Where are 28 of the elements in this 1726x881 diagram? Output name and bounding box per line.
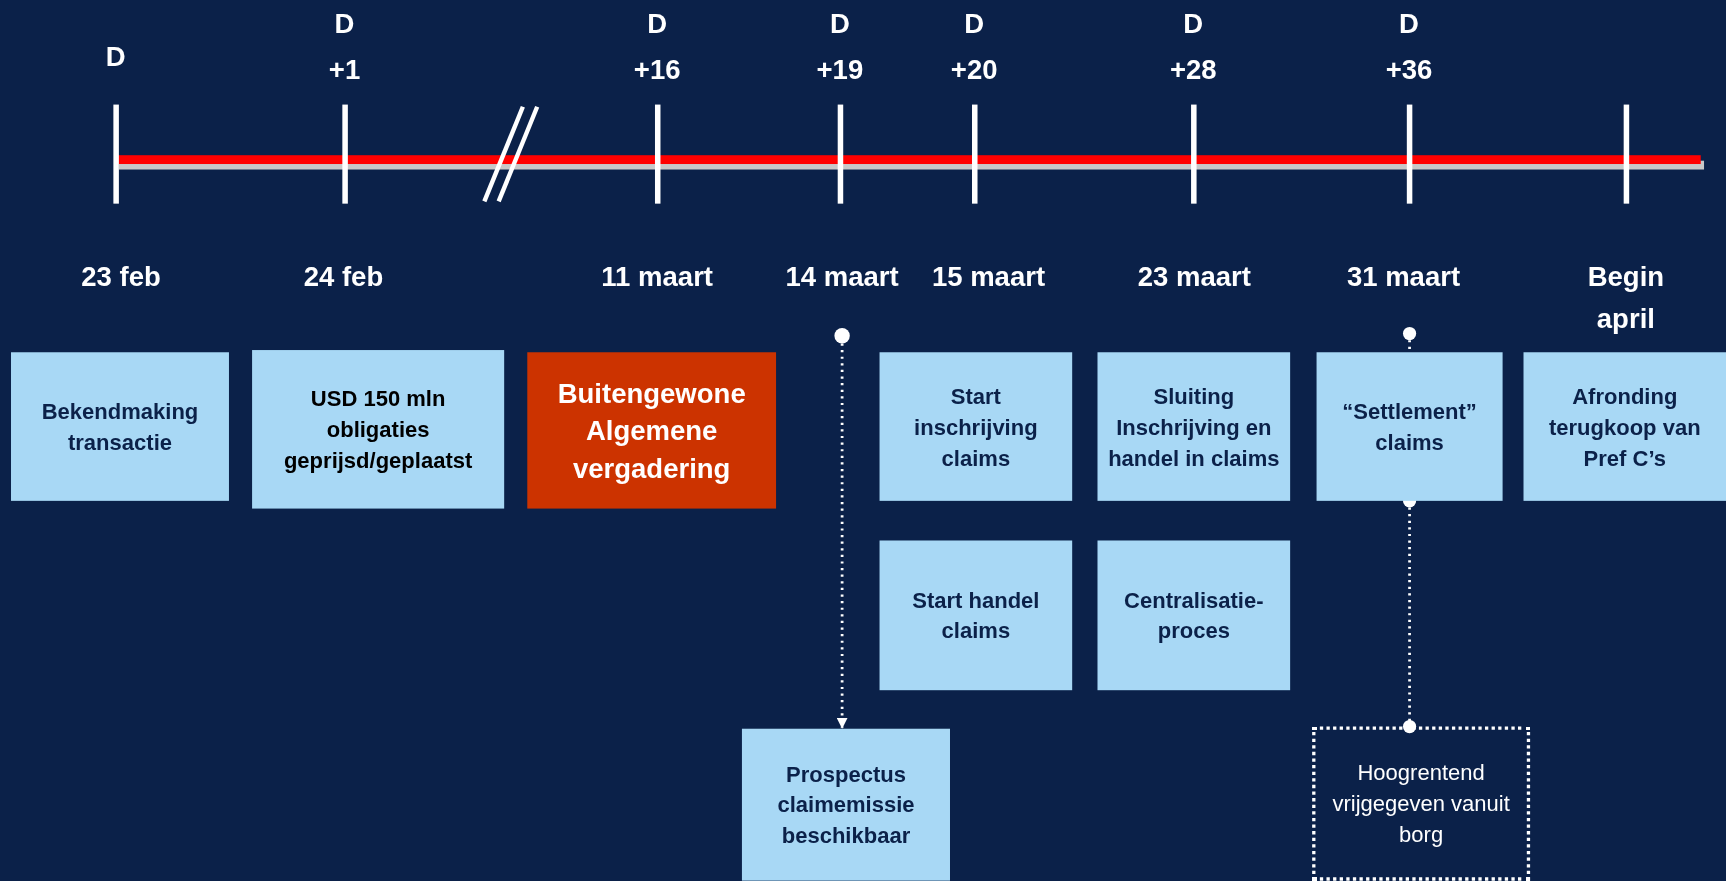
day-label: D +19 bbox=[815, 6, 865, 87]
connector-arrow bbox=[836, 343, 848, 729]
date-label: Begin april bbox=[1586, 259, 1666, 336]
date-label: 24 feb bbox=[302, 259, 385, 294]
event-box: “Settlement” claims bbox=[1316, 352, 1503, 501]
day-label: D +20 bbox=[949, 6, 999, 87]
event-box: Start handel claims bbox=[879, 540, 1073, 691]
day-label: D bbox=[104, 39, 127, 74]
note-box: Hoogrentend vrijgegeven vanuit borg bbox=[1312, 726, 1531, 881]
highlight-box: Buitengewone Algemene vergadering bbox=[527, 352, 777, 509]
date-label: 15 maart bbox=[930, 259, 1047, 294]
date-label: 14 maart bbox=[784, 259, 900, 294]
event-box: Bekendmaking transactie bbox=[11, 352, 229, 501]
event-box: Prospectus claimemissie beschikbaar bbox=[741, 728, 950, 881]
date-label: 11 maart bbox=[600, 259, 715, 294]
day-label: D +16 bbox=[632, 6, 682, 87]
event-box: Start inschrijving claims bbox=[879, 352, 1073, 501]
event-box: Centralisatie-proces bbox=[1097, 540, 1291, 691]
date-label: 23 feb bbox=[80, 259, 162, 294]
day-label: D +36 bbox=[1384, 6, 1434, 87]
date-label: 31 maart bbox=[1345, 259, 1462, 294]
dot-marker bbox=[834, 328, 850, 344]
event-box: Sluiting Inschrijving en handel in claims bbox=[1097, 352, 1291, 501]
event-box: USD 150 mln obligaties geprijsd/geplaatst bbox=[252, 350, 505, 509]
day-label: D +1 bbox=[327, 6, 362, 87]
day-label: D +28 bbox=[1168, 6, 1218, 87]
date-label: 23 maart bbox=[1136, 259, 1252, 294]
event-box: Afronding terugkoop van Pref C’s bbox=[1523, 352, 1726, 501]
